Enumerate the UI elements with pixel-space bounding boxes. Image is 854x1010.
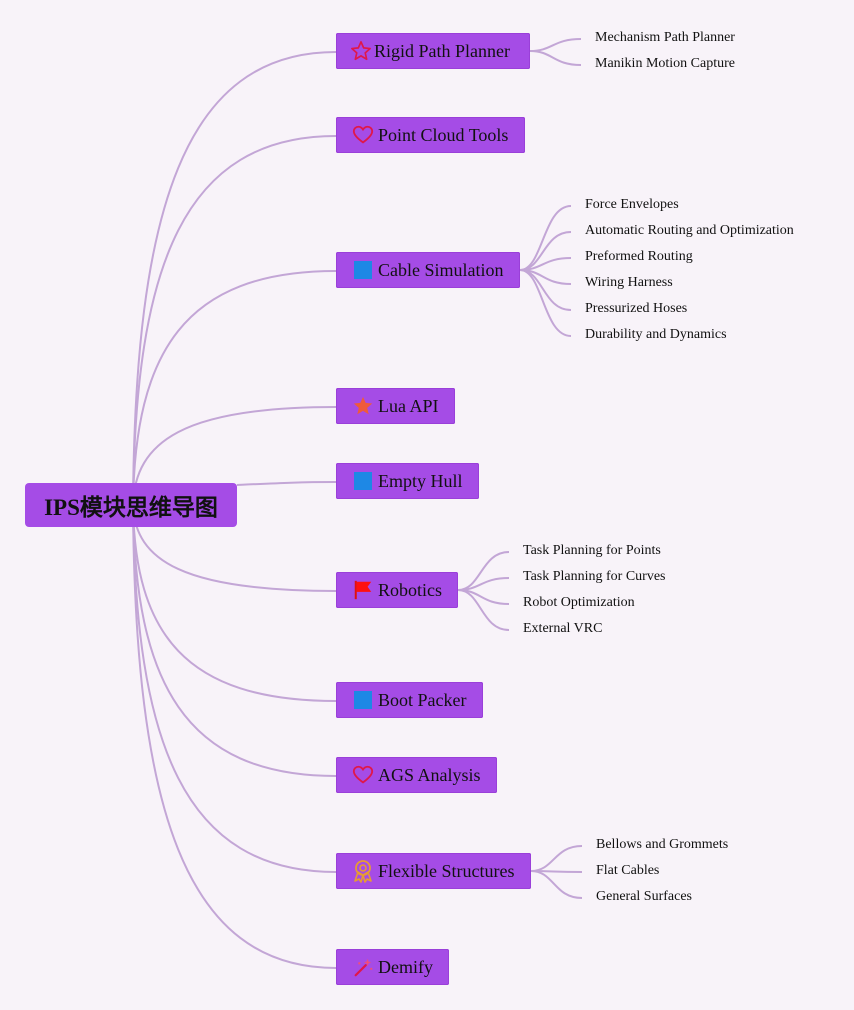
root-label: IPS模块思维导图 bbox=[44, 495, 218, 520]
branch-node[interactable]: Rigid Path Planner bbox=[336, 33, 530, 69]
branch-node[interactable]: Demify bbox=[336, 949, 449, 985]
heart-outline-icon bbox=[352, 764, 374, 786]
connector-branch-leaf bbox=[457, 551, 510, 591]
connector-root-branch bbox=[236, 481, 337, 486]
branch-node[interactable]: Cable Simulation bbox=[336, 252, 520, 288]
connector-branch-leaf bbox=[530, 870, 583, 899]
connector-branch-leaf bbox=[529, 38, 582, 52]
connector-root-branch bbox=[132, 270, 337, 506]
branch-node[interactable]: AGS Analysis bbox=[336, 757, 497, 793]
branch-node[interactable]: Lua API bbox=[336, 388, 455, 424]
connector-root-branch bbox=[132, 135, 337, 506]
branch-label: Point Cloud Tools bbox=[378, 124, 509, 145]
blue-square-icon bbox=[352, 259, 374, 281]
medal-ribbon-icon bbox=[352, 860, 374, 883]
leaf-node[interactable]: External VRC bbox=[523, 621, 603, 636]
leaf-node[interactable]: Wiring Harness bbox=[585, 275, 673, 290]
branch-label: Robotics bbox=[378, 579, 443, 600]
red-flag-icon bbox=[352, 579, 374, 601]
connector-root-branch bbox=[132, 51, 337, 506]
blue-square-icon bbox=[352, 470, 374, 492]
leaf-node[interactable]: Manikin Motion Capture bbox=[595, 56, 735, 71]
connector-root-branch bbox=[132, 504, 337, 702]
leaf-node[interactable]: Automatic Routing and Optimization bbox=[585, 223, 794, 238]
leaf-node[interactable]: Pressurized Hoses bbox=[585, 301, 688, 316]
branch-node[interactable]: Point Cloud Tools bbox=[336, 117, 525, 153]
connector-root-branch bbox=[132, 504, 337, 969]
branch-label: Flexible Structures bbox=[378, 860, 515, 881]
leaf-node[interactable]: Mechanism Path Planner bbox=[595, 30, 735, 45]
connector-branch-leaf bbox=[519, 231, 572, 271]
blue-square-icon bbox=[352, 689, 374, 711]
branch-label: Demify bbox=[378, 956, 433, 977]
leaf-node[interactable]: Force Envelopes bbox=[585, 197, 679, 212]
leaf-node[interactable]: Preformed Routing bbox=[585, 249, 693, 264]
star-outline-icon bbox=[350, 40, 372, 62]
connector-branch-leaf bbox=[519, 269, 572, 337]
connector-root-branch bbox=[132, 504, 337, 777]
leaf-node[interactable]: Durability and Dynamics bbox=[585, 327, 727, 342]
leaf-node[interactable]: Task Planning for Curves bbox=[523, 569, 666, 584]
connector-branch-leaf bbox=[457, 589, 510, 631]
connector-branch-leaf bbox=[519, 205, 572, 271]
branch-label: Empty Hull bbox=[378, 470, 463, 491]
branch-label: Cable Simulation bbox=[378, 259, 504, 280]
root-node[interactable]: IPS模块思维导图 bbox=[25, 483, 237, 527]
connector-branch-leaf bbox=[529, 50, 582, 66]
magic-wand-icon bbox=[352, 956, 374, 978]
branch-label: Lua API bbox=[378, 395, 439, 416]
branch-label: Boot Packer bbox=[378, 689, 467, 710]
connector-branch-leaf bbox=[519, 269, 572, 311]
leaf-node[interactable]: Robot Optimization bbox=[523, 595, 635, 610]
connector-branch-leaf bbox=[530, 845, 583, 872]
branch-label: Rigid Path Planner bbox=[374, 40, 510, 61]
branch-node[interactable]: Flexible Structures bbox=[336, 853, 531, 889]
branch-node[interactable]: Empty Hull bbox=[336, 463, 479, 499]
connector-root-branch bbox=[132, 406, 337, 506]
heart-outline-icon bbox=[352, 124, 374, 146]
branch-node[interactable]: Boot Packer bbox=[336, 682, 483, 718]
leaf-node[interactable]: Flat Cables bbox=[596, 863, 660, 878]
leaf-node[interactable]: Bellows and Grommets bbox=[596, 837, 729, 852]
branch-node[interactable]: Robotics bbox=[336, 572, 458, 608]
leaf-node[interactable]: General Surfaces bbox=[596, 889, 693, 904]
orange-star-icon bbox=[352, 395, 374, 417]
leaf-node[interactable]: Task Planning for Points bbox=[523, 543, 661, 558]
branch-label: AGS Analysis bbox=[378, 764, 481, 785]
connector-root-branch bbox=[132, 504, 337, 873]
